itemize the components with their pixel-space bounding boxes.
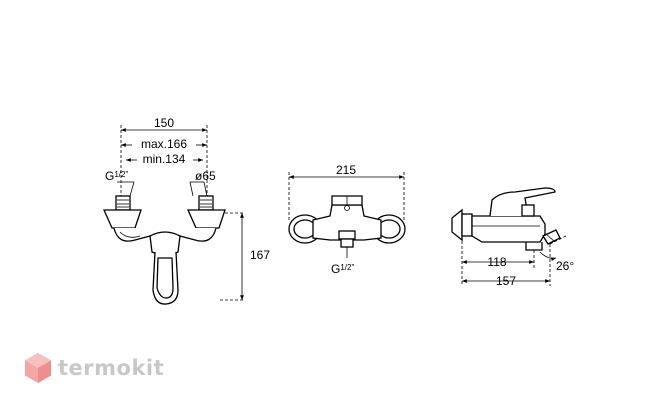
side-view <box>451 187 567 286</box>
termokit-logo-icon <box>25 353 51 383</box>
thread-label-top-main: G <box>331 262 340 276</box>
watermark-text: termokit <box>58 356 165 380</box>
thread-label-front: G1/2" <box>105 169 128 183</box>
top-view <box>288 172 406 258</box>
dim-label-118: 118 <box>487 255 506 269</box>
dim-label-215: 215 <box>336 163 356 177</box>
dim-label-150: 150 <box>154 116 174 130</box>
front-view <box>102 125 245 305</box>
thread-label-front-frac: 1/2" <box>114 170 128 179</box>
dim-label-167: 167 <box>250 248 270 262</box>
watermark: termokit <box>24 352 164 384</box>
dim-label-angle: 26° <box>556 259 574 273</box>
thread-label-top-frac: 1/2" <box>340 263 354 272</box>
dim-label-157: 157 <box>496 274 516 288</box>
dim-label-max166: max.166 <box>141 137 187 151</box>
thread-label-front-main: G <box>105 169 114 183</box>
thread-label-top: G1/2" <box>331 262 354 276</box>
dim-label-diameter: ø65 <box>195 169 216 183</box>
angle-arc <box>539 251 557 262</box>
dim-label-min134: min.134 <box>143 152 186 166</box>
